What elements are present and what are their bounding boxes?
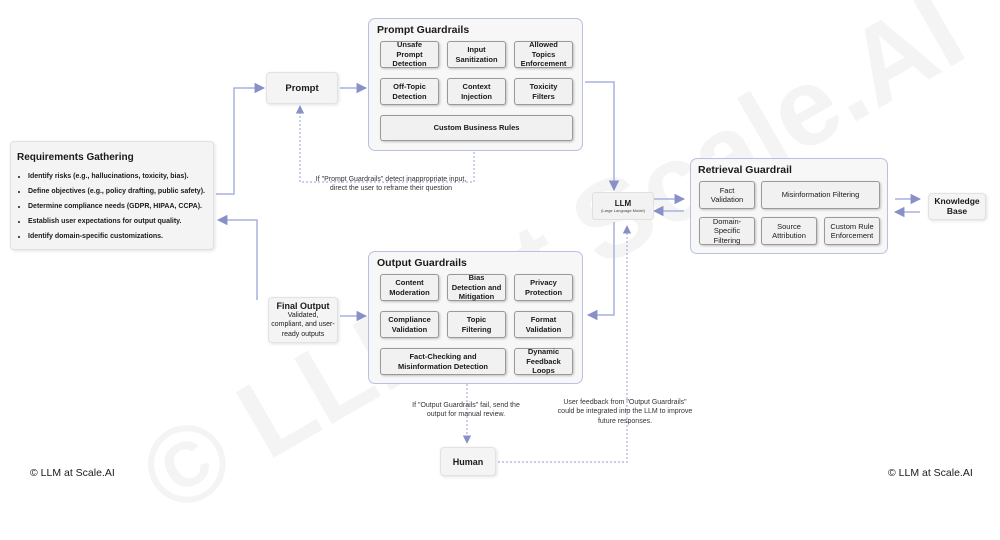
- human-label: Human: [452, 456, 484, 467]
- output-review-note: If "Output Guardrails" fail, send the ou…: [412, 402, 520, 419]
- content-moderation-box: Content Moderation: [380, 274, 439, 301]
- prompt-feedback-line: [295, 105, 475, 183]
- list-item: Identify risks (e.g., hallucinations, to…: [28, 169, 205, 184]
- guardrails-to-llm-line: [585, 81, 620, 192]
- llm-node: LLM (Large Language Model): [592, 192, 654, 220]
- final-to-req-line: [216, 214, 258, 300]
- list-item: Establish user expectations for output q…: [28, 214, 205, 229]
- llm-to-output-line: [586, 222, 615, 321]
- output-guardrails-title: Output Guardrails: [377, 257, 467, 269]
- copyright-right: © LLM at Scale.AI: [888, 467, 973, 479]
- final-output-label: Final Output: [276, 300, 330, 311]
- knowledge-base-node: Knowledge Base: [928, 193, 986, 220]
- custom-rule-enforcement-box: Custom Rule Enforcement: [824, 217, 880, 245]
- domain-specific-filtering-box: Domain-Specific Filtering: [699, 217, 755, 245]
- requirements-title: Requirements Gathering: [17, 152, 134, 163]
- fact-checking-box: Fact-Checking and Misinformation Detecti…: [380, 348, 506, 375]
- human-node: Human: [440, 447, 496, 476]
- prompt-label: Prompt: [285, 82, 319, 94]
- user-feedback-note: User feedback from "Output Guardrails" c…: [557, 399, 693, 425]
- prompt-guardrails-group: Prompt Guardrails Unsafe Prompt Detectio…: [368, 18, 583, 151]
- prompt-guardrails-title: Prompt Guardrails: [377, 24, 470, 36]
- bias-detection-box: Bias Detection and Mitigation: [447, 273, 506, 301]
- knowledge-base-label: Knowledge Base: [934, 195, 980, 216]
- llm-sublabel: (Large Language Model): [601, 208, 645, 213]
- custom-business-rules-box: Custom Business Rules: [380, 115, 573, 141]
- misinformation-filtering-box: Misinformation Filtering: [761, 181, 880, 209]
- topic-filtering-box: Topic Filtering: [447, 311, 506, 338]
- privacy-protection-box: Privacy Protection: [514, 274, 573, 301]
- final-output-node: Final Output Validated, compliant, and u…: [268, 297, 338, 343]
- prompt-feedback-note: If "Prompt Guardrails" detect inappropri…: [315, 176, 467, 193]
- list-item: Determine compliance needs (GDPR, HIPAA,…: [28, 199, 205, 214]
- fact-validation-box: Fact Validation: [699, 181, 755, 209]
- dynamic-feedback-loops-box: Dynamic Feedback Loops: [514, 347, 573, 375]
- requirements-list: Identify risks (e.g., hallucinations, to…: [17, 169, 205, 244]
- toxicity-filters-box: Toxicity Filters: [514, 78, 573, 105]
- final-output-desc: Validated, compliant, and user-ready out…: [271, 311, 335, 338]
- output-guardrails-group: Output Guardrails Content Moderation Bia…: [368, 251, 583, 384]
- list-item: Identify domain-specific customizations.: [28, 229, 205, 244]
- req-to-prompt-line: [216, 82, 266, 195]
- context-injection-box: Context Injection: [447, 78, 506, 105]
- off-topic-detection-box: Off-Topic Detection: [380, 78, 439, 105]
- compliance-validation-box: Compliance Validation: [380, 311, 439, 338]
- source-attribution-box: Source Attribution: [761, 217, 817, 245]
- human-to-llm-line: [498, 225, 632, 463]
- retrieval-guardrail-title: Retrieval Guardrail: [698, 164, 792, 176]
- copyright-left: © LLM at Scale.AI: [30, 467, 115, 479]
- format-validation-box: Format Validation: [514, 311, 573, 338]
- list-item: Define objectives (e.g., policy drafting…: [28, 184, 205, 199]
- prompt-node: Prompt: [266, 72, 338, 104]
- unsafe-prompt-detection-box: Unsafe Prompt Detection: [380, 40, 439, 68]
- input-sanitization-box: Input Sanitization: [447, 41, 506, 68]
- requirements-panel: Requirements Gathering Identify risks (e…: [10, 141, 214, 250]
- connector-lines: [216, 81, 922, 463]
- allowed-topics-box: Allowed Topics Enforcement: [514, 40, 573, 68]
- retrieval-guardrail-group: Retrieval Guardrail Fact Validation Misi…: [690, 158, 888, 254]
- llm-label: LLM: [614, 199, 632, 208]
